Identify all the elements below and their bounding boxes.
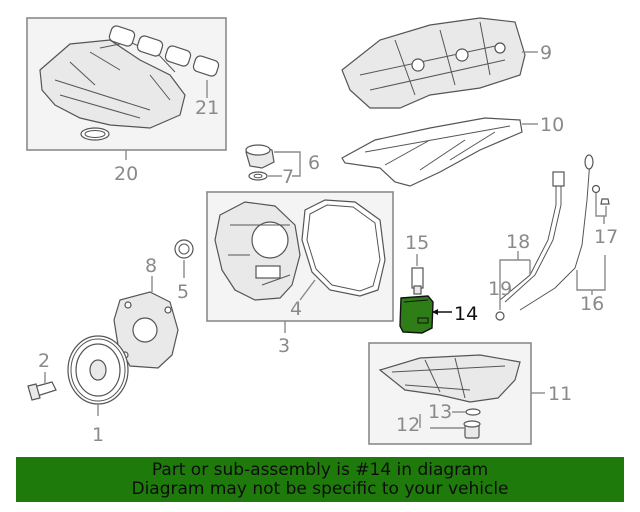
callout-4: 4: [290, 298, 302, 320]
front-seal-part: [174, 239, 194, 259]
timing-cover-gasket-part: [301, 199, 386, 297]
drain-washer-part: [465, 408, 481, 416]
tube-bolt-part: [591, 184, 610, 205]
dipstick-tube-part: [499, 171, 565, 303]
callout-10: 10: [540, 114, 564, 136]
callout-7: 7: [282, 166, 294, 188]
dipstick-seal-part: [495, 311, 505, 321]
callout-9: 9: [540, 42, 552, 64]
callout-5: 5: [177, 281, 189, 303]
callout-18: 18: [506, 231, 530, 253]
callout-17: 17: [594, 226, 618, 248]
callout-6: 6: [308, 152, 320, 174]
footer-line-1: Part or sub-assembly is #14 in diagram: [151, 460, 489, 480]
highlighted-part-14: [399, 295, 434, 334]
timing-cover-part: [214, 201, 301, 301]
valve-cover-part: [341, 17, 526, 109]
oil-pan-part: [378, 354, 521, 403]
callout-13: 13: [428, 401, 452, 423]
oil-fill-cap-part: [245, 144, 275, 169]
callout-3: 3: [278, 335, 290, 357]
callout-2: 2: [38, 350, 50, 372]
callout-11: 11: [548, 383, 572, 405]
seal-ring-part: [80, 127, 110, 141]
oil-dipstick-part: [519, 154, 594, 311]
callout-14: 14: [454, 303, 478, 325]
callout-16: 16: [580, 293, 604, 315]
callout-15: 15: [405, 232, 429, 254]
callout-8: 8: [145, 255, 157, 277]
oil-sensor-part: [411, 267, 424, 295]
valve-cover-gasket-part: [341, 117, 523, 187]
footer-line-2: Diagram may not be specific to your vehi…: [131, 479, 509, 499]
front-cover-part: [113, 291, 179, 369]
callout-20: 20: [114, 163, 138, 185]
footer-banner: Part or sub-assembly is #14 in diagram D…: [16, 457, 624, 502]
crankshaft-pulley-part: [67, 335, 129, 405]
callout-12: 12: [396, 414, 420, 436]
pulley-bolt-part: [27, 381, 57, 401]
intake-gasket-part: [108, 25, 220, 77]
drain-plug-part: [463, 420, 481, 439]
cap-seal-part: [248, 171, 268, 181]
callout-1: 1: [92, 424, 104, 446]
callout-21: 21: [195, 97, 219, 119]
callout-19: 19: [488, 278, 512, 300]
